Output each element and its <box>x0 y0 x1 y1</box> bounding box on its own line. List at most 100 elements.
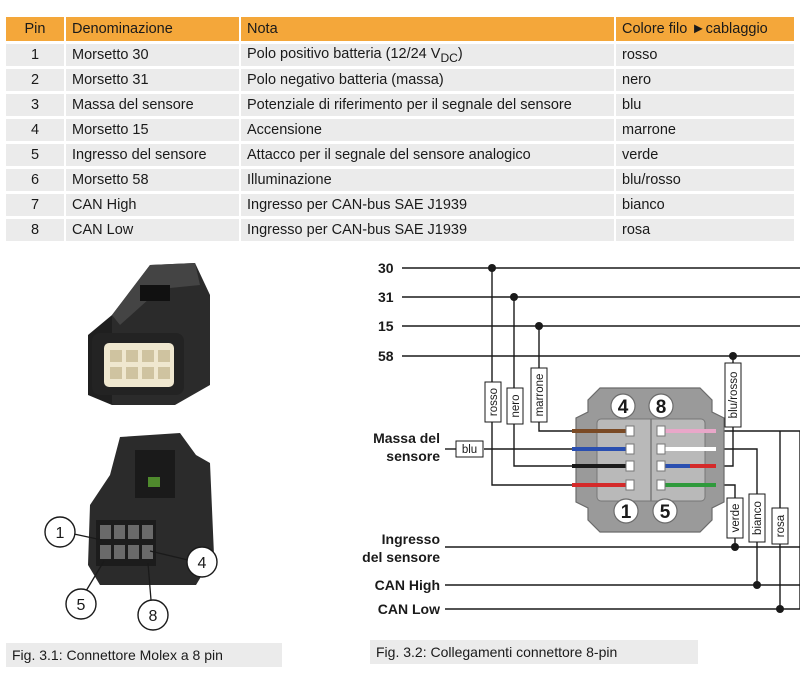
cell-name: Massa del sensore <box>66 94 241 116</box>
diagram-pin-number: 8 <box>656 397 667 418</box>
label-can-low: CAN Low <box>378 601 440 617</box>
cell-pin: 3 <box>6 94 66 116</box>
cell-name: CAN High <box>66 194 241 216</box>
pin-terminal <box>656 460 666 472</box>
bus-label-58: 58 <box>378 348 394 364</box>
bus-label-30: 30 <box>378 260 394 276</box>
callout-label: 4 <box>198 555 207 572</box>
route-marrone <box>538 326 572 432</box>
pin-table: Pin Denominazione Nota Colore filo ►cabl… <box>6 14 794 244</box>
wire-label-text: rosa <box>775 514 787 537</box>
table-row: 5 Ingresso del sensore Attacco per il se… <box>6 144 794 166</box>
table-header-row: Pin Denominazione Nota Colore filo ►cabl… <box>6 17 794 41</box>
figure-connector-photo: 1 4 5 8 <box>44 263 218 631</box>
wire-label-text: rosso <box>488 388 500 416</box>
wire-label-text: marrone <box>534 374 546 417</box>
cell-pin: 2 <box>6 69 66 91</box>
wire-label-text: blu/rosso <box>728 372 740 419</box>
wire-label-text: verde <box>730 504 742 533</box>
header-nota: Nota <box>241 17 616 41</box>
label-ingresso-sensore-1: Ingresso <box>382 531 440 547</box>
route-rosso <box>491 268 572 486</box>
diagram-pin-number: 1 <box>621 502 632 523</box>
cell-pin: 6 <box>6 169 66 191</box>
label-massa-sensore-2: sensore <box>386 448 440 464</box>
cell-name: Ingresso del sensore <box>66 144 241 166</box>
colored-wires <box>572 429 716 487</box>
junction-dot <box>729 352 737 360</box>
wire-label-rosso: rosso <box>484 381 502 423</box>
figure-caption-3-1: Fig. 3.1: Connettore Molex a 8 pin <box>6 643 282 667</box>
cell-note: Ingresso per CAN-bus SAE J1939 <box>241 194 616 216</box>
table-row: 3 Massa del sensore Potenziale di riferi… <box>6 94 794 116</box>
cell-name: Morsetto 31 <box>66 69 241 91</box>
table-row: 6 Morsetto 58 Illuminazione blu/rosso <box>6 169 794 191</box>
cell-note-end: ) <box>457 45 463 62</box>
cell-pin: 5 <box>6 144 66 166</box>
label-ingresso-sensore-2: del sensore <box>362 549 440 565</box>
wire-label-text: blu <box>462 444 477 456</box>
cell-pin: 1 <box>6 44 66 66</box>
callout-pin-5: 5 <box>65 560 105 620</box>
wire-label-blu-rosso: blu/rosso <box>724 362 742 428</box>
pin-table-body: 1 Morsetto 30 Polo positivo batteria (12… <box>6 44 794 241</box>
bus-label-31: 31 <box>378 289 394 305</box>
wire-label-marrone: marrone <box>530 367 548 423</box>
cell-note: Polo positivo batteria (12/24 VDC) <box>241 44 616 66</box>
cell-color: blu/rosso <box>616 169 794 191</box>
cell-color: nero <box>616 69 794 91</box>
cell-color: bianco <box>616 194 794 216</box>
cell-pin: 4 <box>6 119 66 141</box>
junction-dot <box>535 322 543 330</box>
callout-pin-4: 4 <box>149 546 218 578</box>
cell-name: Morsetto 30 <box>66 44 241 66</box>
wire-label-nero: nero <box>506 387 524 425</box>
pin-terminal <box>625 460 635 472</box>
junction-dot <box>753 581 761 589</box>
cell-note: Potenziale di riferimento per il segnale… <box>241 94 616 116</box>
cell-note: Attacco per il segnale del sensore analo… <box>241 144 616 166</box>
connector-front-view <box>88 263 210 405</box>
callout-label: 1 <box>56 525 65 542</box>
pin-terminal <box>625 443 635 455</box>
table-row: 7 CAN High Ingresso per CAN-bus SAE J193… <box>6 194 794 216</box>
pin-terminals <box>625 425 666 491</box>
wire-label-blu: blu <box>455 440 484 458</box>
pin-terminal <box>625 479 635 491</box>
pin-terminal <box>656 479 666 491</box>
wire-label-text: bianco <box>752 501 764 535</box>
label-can-high: CAN High <box>375 577 440 593</box>
cell-note: Polo negativo batteria (massa) <box>241 69 616 91</box>
table-row: 4 Morsetto 15 Accensione marrone <box>6 119 794 141</box>
cell-color: rosso <box>616 44 794 66</box>
diagram-pin-number: 5 <box>660 502 671 523</box>
figure-caption-3-2: Fig. 3.2: Collegamenti connettore 8-pin <box>370 640 698 664</box>
junction-dot <box>731 543 739 551</box>
callout-pin-1: 1 <box>44 516 103 548</box>
header-denominazione: Denominazione <box>66 17 241 41</box>
cell-name: Morsetto 58 <box>66 169 241 191</box>
cell-color: blu <box>616 94 794 116</box>
table-row: 2 Morsetto 31 Polo negativo batteria (ma… <box>6 69 794 91</box>
diagram-connector: 4 8 1 5 <box>575 387 725 533</box>
callout-pin-8: 8 <box>137 562 169 631</box>
header-pin: Pin <box>6 17 66 41</box>
cell-pin: 7 <box>6 194 66 216</box>
cell-note: Accensione <box>241 119 616 141</box>
label-massa-sensore-1: Massa del <box>373 430 440 446</box>
pin-terminal <box>656 443 666 455</box>
wire-label-verde: verde <box>726 497 744 539</box>
cell-note-subscript: DC <box>440 50 458 65</box>
route-nero <box>513 297 572 467</box>
table-row: 8 CAN Low Ingresso per CAN-bus SAE J1939… <box>6 219 794 241</box>
cell-note-main: Polo positivo batteria (12/24 V <box>247 45 441 62</box>
cell-name: CAN Low <box>66 219 241 241</box>
wire-label-text: nero <box>510 394 522 417</box>
callout-label: 5 <box>77 597 86 614</box>
callout-label: 8 <box>149 608 158 625</box>
cell-color: verde <box>616 144 794 166</box>
pin-terminal <box>656 425 666 437</box>
cell-pin: 8 <box>6 219 66 241</box>
wire-label-rosa: rosa <box>771 507 789 545</box>
